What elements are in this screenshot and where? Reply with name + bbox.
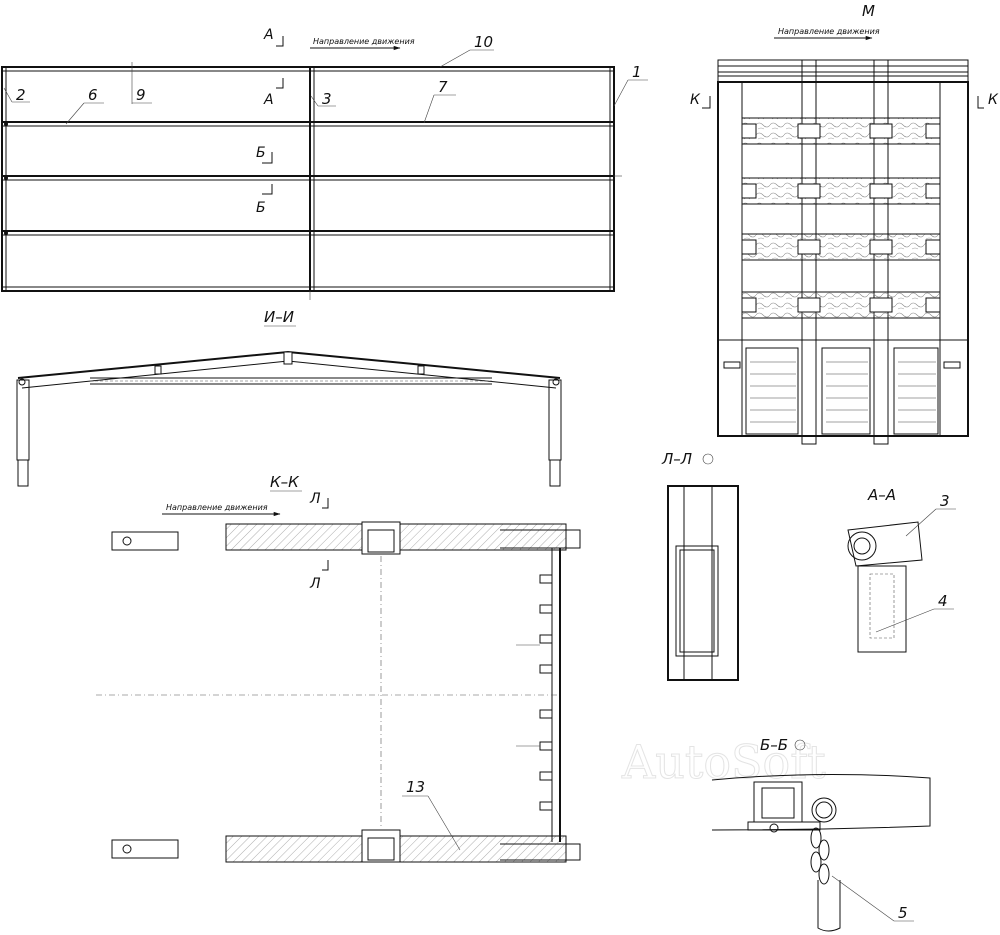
section-ll-title: Л–Л: [661, 450, 692, 468]
section-ii-view: И–И: [16, 308, 562, 487]
callout-13: 13: [406, 778, 425, 796]
callout-6: 6: [88, 86, 98, 104]
plan-direction-label: Направление движения: [313, 37, 415, 46]
callout-3-aa: 3: [940, 492, 950, 510]
section-kk-section-l-bottom: Л: [309, 576, 321, 592]
callout-5: 5: [898, 904, 908, 922]
section-kk-section-l-top: Л: [309, 491, 321, 507]
callout-10: 10: [474, 33, 493, 51]
plan-view: Направление движения А А Б Б 2 6 9 3 7 1…: [1, 27, 648, 300]
callout-9: 9: [136, 86, 146, 104]
section-ll-view: Л–Л: [661, 450, 739, 681]
callout-1: 1: [632, 63, 642, 81]
section-kk-view: К–К Направление движения Л Л 13: [96, 473, 581, 863]
section-bb-view: Б–Б 5: [711, 736, 931, 932]
section-ii-title: И–И: [264, 308, 294, 326]
plan-section-b-top: Б: [256, 145, 266, 161]
plan-section-a-top: А: [263, 27, 274, 43]
section-aa-view: А–А 3 4: [847, 486, 956, 653]
section-kk-direction-label: Направление движения: [166, 503, 268, 512]
plan-section-a-bottom: А: [263, 92, 274, 108]
callout-3: 3: [322, 90, 332, 108]
callout-2: 2: [16, 86, 26, 104]
view-m: М Направление движения: [690, 2, 999, 445]
callout-7: 7: [438, 78, 448, 96]
watermark-text: AutoSoft: [621, 735, 826, 789]
view-m-section-k-left: К: [690, 92, 701, 108]
plan-section-b-bottom: Б: [256, 200, 266, 216]
section-bb-title: Б–Б: [760, 736, 788, 754]
view-m-title: М: [862, 2, 875, 20]
section-kk-title: К–К: [270, 473, 300, 491]
section-aa-title: А–А: [867, 486, 896, 504]
view-m-direction-label: Направление движения: [778, 27, 880, 36]
view-m-section-k-right: К: [988, 92, 999, 108]
callout-4: 4: [938, 592, 948, 610]
